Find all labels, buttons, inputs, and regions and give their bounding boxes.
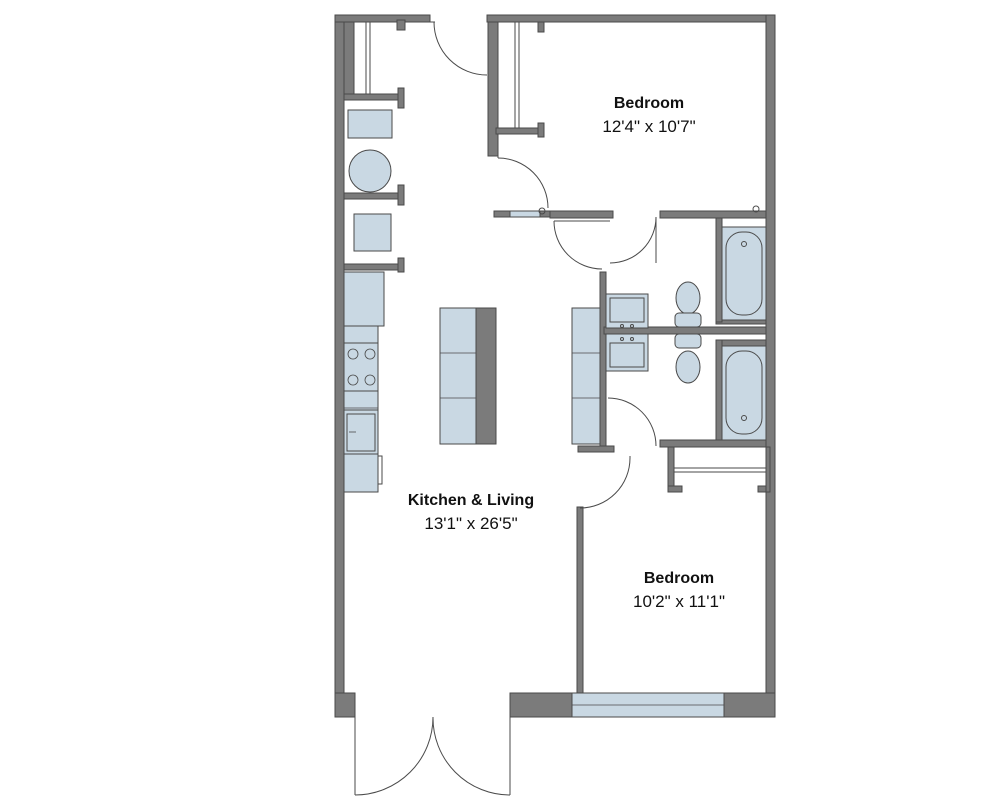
bedroom-1-closet-stub [537, 21, 545, 33]
tub-divider-2 [715, 339, 767, 347]
closet-shelf-3 [343, 263, 405, 271]
water-heater-icon [353, 213, 392, 252]
bathtub-icon [721, 345, 767, 441]
closet-rod [365, 21, 371, 97]
closet-wall-vertical [343, 21, 355, 97]
bedroom-2-left-wall [576, 506, 584, 694]
room-name: Kitchen & Living [408, 492, 534, 509]
wall-right [765, 14, 776, 718]
tub-wall-upper [715, 217, 723, 323]
closet-post-3 [397, 257, 405, 273]
wall-left [334, 14, 345, 718]
bathtub-icon [721, 226, 767, 321]
bedroom-2-closet-post-left [667, 446, 675, 493]
sink-icon [605, 333, 649, 372]
refrigerator-icon [343, 271, 385, 327]
washer-icon [347, 109, 393, 139]
closet-wall-stub [396, 19, 406, 31]
bedroom-1-closet-post [537, 122, 545, 138]
room-size: 13'1" x 26'5" [424, 514, 517, 533]
bedroom-1-closet-rod [514, 21, 520, 131]
bedroom-2-closet-rod [673, 467, 767, 473]
wall-bottom-left [334, 692, 356, 718]
wall-top-right [486, 14, 776, 23]
bedroom-1-bottom-wall-right [659, 210, 767, 219]
room-size: 10'2" x 11'1" [633, 592, 725, 611]
room-size: 12'4" x 10'7" [602, 117, 695, 136]
room-name: Bedroom [614, 95, 684, 112]
door-swing [430, 21, 488, 76]
dishwasher-door [377, 455, 383, 485]
bedroom-1-door-sill [509, 210, 541, 218]
bedroom-1-closet-shelf [495, 127, 545, 135]
bedroom-2-closet-post-right [765, 446, 771, 493]
bedroom-1-left-wall [487, 21, 499, 157]
door-swing [553, 216, 657, 270]
door-swing [579, 456, 631, 509]
door-swing [497, 156, 549, 209]
bathroom [577, 217, 767, 453]
wall-bottom-mid [509, 692, 573, 718]
room-name: Bedroom [644, 570, 714, 587]
bathroom-door-stop [752, 205, 760, 213]
toilet-icon [674, 281, 702, 328]
bedroom-1-door-stop [538, 207, 546, 215]
bedroom-2-walls [576, 446, 771, 694]
tub-wall-lower [715, 339, 723, 445]
sofa-icon [439, 307, 497, 445]
bedroom-1-walls [487, 21, 767, 219]
bedroom-2-closet-foot-left [667, 485, 683, 493]
entry-closets [343, 19, 406, 273]
stove-icon [343, 342, 379, 392]
closet-post-2 [397, 184, 405, 206]
bathroom-bottom-stub [577, 445, 615, 453]
bathroom-bottom-wall [659, 439, 767, 448]
closet-post-1 [397, 87, 405, 109]
closet-shelf-1 [343, 93, 405, 101]
door-swing [605, 397, 657, 447]
closet-shelf-2 [343, 192, 405, 200]
door-swing [354, 716, 511, 796]
wall-bottom-right [723, 692, 776, 718]
toilet-icon [674, 333, 702, 384]
sink-icon [605, 293, 649, 329]
dryer-icon [348, 149, 392, 193]
window-icon [571, 692, 725, 718]
kitchen [343, 271, 385, 493]
bedroom-1-bottom-wall-mid [549, 210, 614, 219]
sofa-icon [571, 307, 601, 445]
sink-icon [343, 409, 379, 455]
exterior-walls [334, 14, 776, 718]
bathroom-left-wall [599, 271, 607, 448]
bedroom-2-closet-foot-right [757, 485, 767, 493]
wall-top-left [334, 14, 431, 23]
